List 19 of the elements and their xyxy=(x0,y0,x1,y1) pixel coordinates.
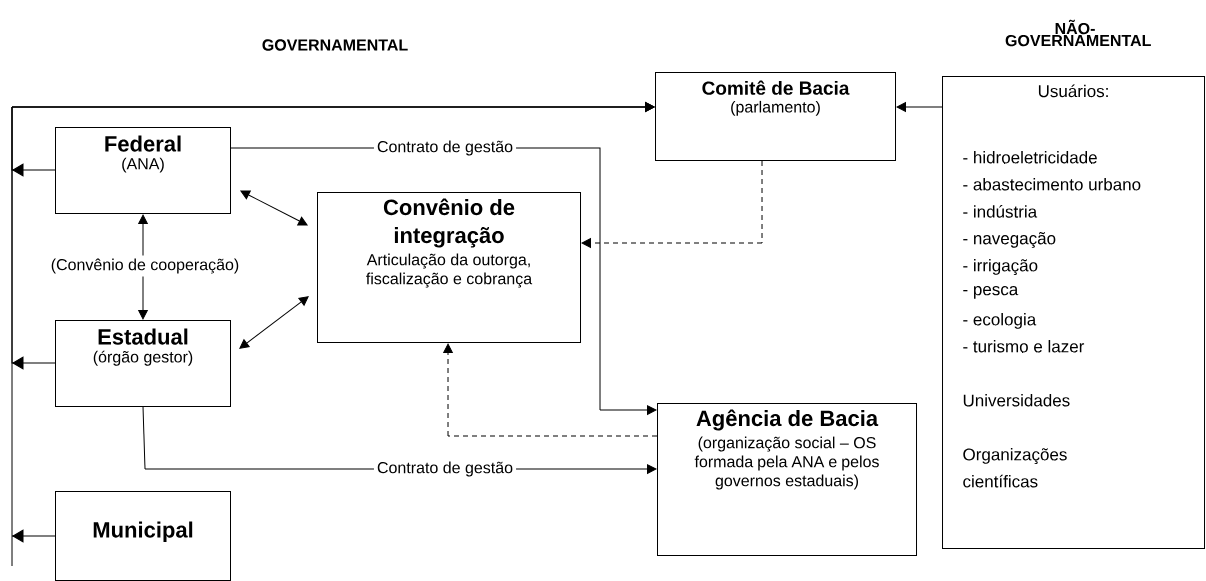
section-heading: NÃO-GOVERNAMENTAL xyxy=(1005,19,1151,47)
edge-label: (Convênio de cooperação) xyxy=(47,255,243,277)
edge-label: Contrato de gestão xyxy=(373,137,517,159)
arrow xyxy=(239,296,309,349)
arrow xyxy=(11,102,655,567)
process-box: Municipal xyxy=(55,491,231,581)
arrow xyxy=(581,160,763,248)
arrow xyxy=(138,214,148,320)
process-box: Estadual (órgão gestor) xyxy=(55,320,231,407)
process-box: Convênio de integração Articulação da outorga, fiscalização e cobrança xyxy=(317,192,581,343)
arrow xyxy=(240,190,308,226)
process-box: Federal (ANA) xyxy=(55,127,231,214)
process-box: Comitê de Bacia (parlamento) xyxy=(655,72,896,161)
list-box: Usuários: - hidroeletricidade - abastecimento urbano - indústria - navegação - irrigação - pesca - ecologia - turismo e lazer Universidades Organizações científicas xyxy=(942,76,1205,549)
edge-label: Contrato de gestão xyxy=(373,458,517,480)
section-heading: GOVERNAMENTAL xyxy=(262,39,408,51)
arrow xyxy=(443,343,658,437)
arrow xyxy=(896,102,943,112)
process-box: Agência de Bacia (organização social – OS formada pela ANA e pelos governos estaduais) xyxy=(657,403,917,556)
